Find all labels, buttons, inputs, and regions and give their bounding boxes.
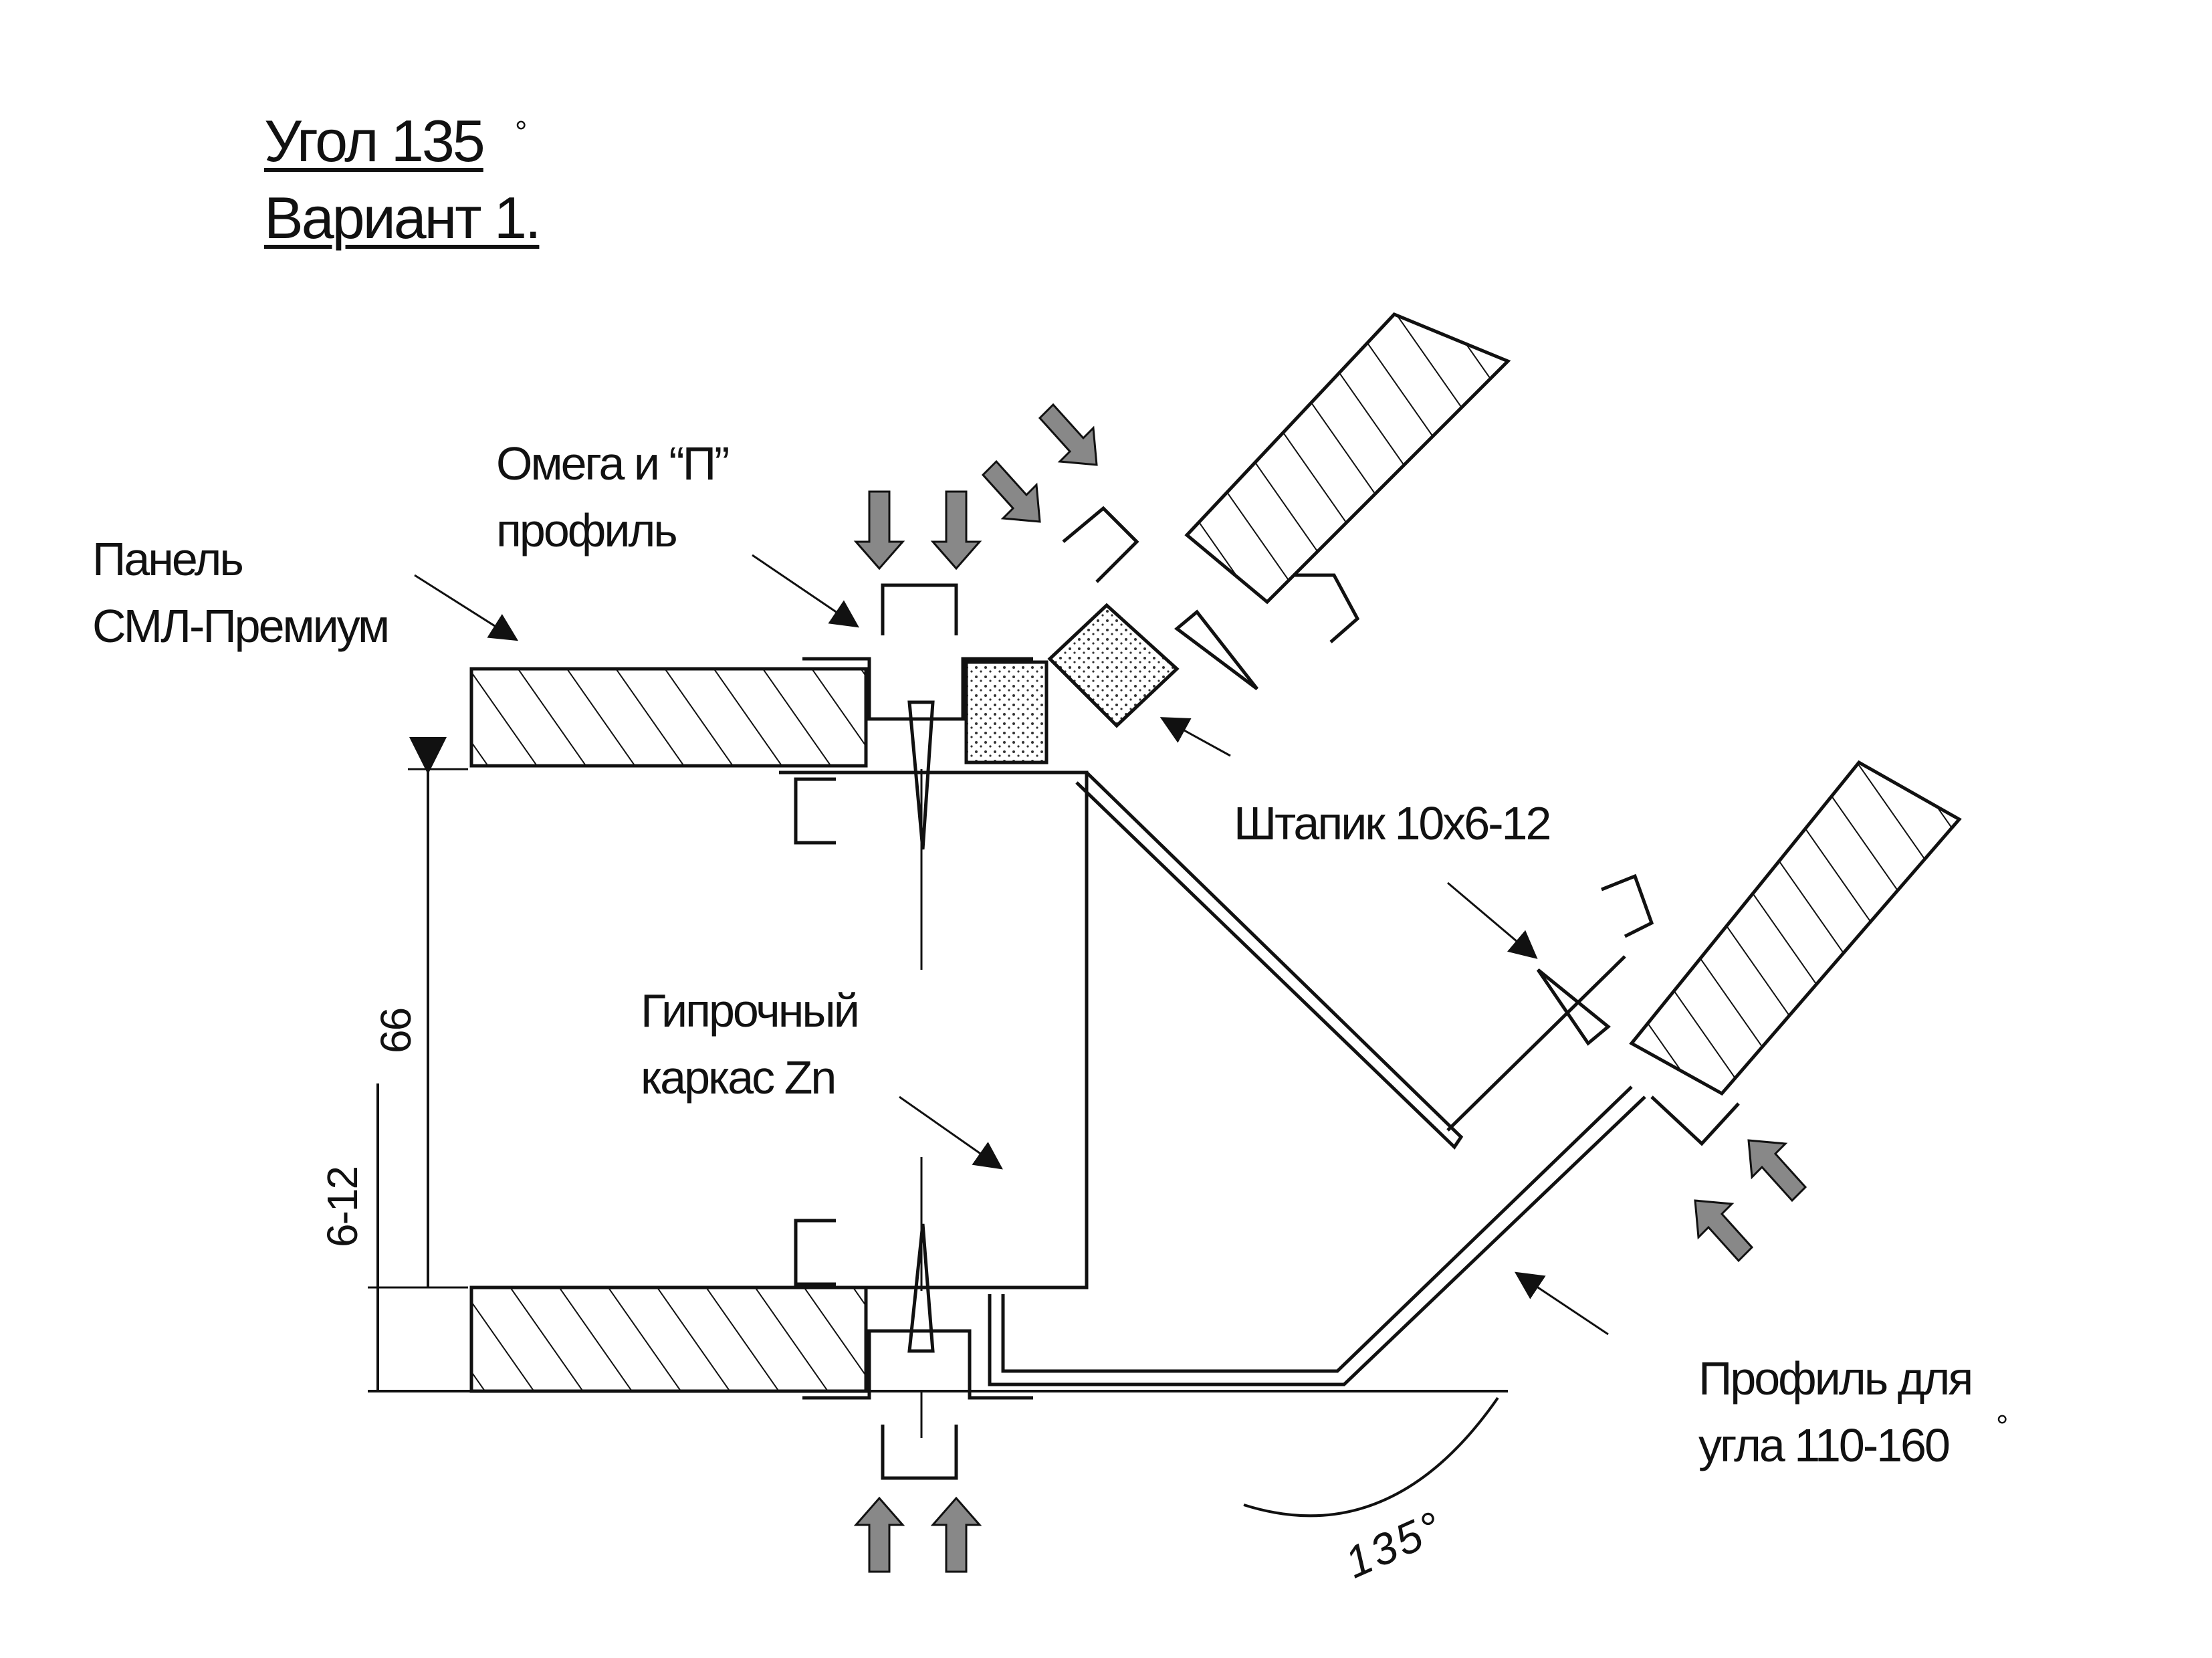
- frame-outline: [779, 770, 1089, 1289]
- omega-profile: [1650, 1096, 1740, 1146]
- c-channel: [794, 1219, 836, 1286]
- label-panel-line1: Панель: [92, 533, 244, 585]
- screw: [907, 700, 935, 850]
- label-frame-line2: каркас Zn: [641, 1051, 837, 1104]
- omega-profile: [1062, 506, 1139, 583]
- screw: [907, 1223, 935, 1353]
- frame-diagonal-end: [1446, 955, 1626, 1132]
- c-channel: [1601, 873, 1654, 938]
- degree-mark: °: [515, 114, 528, 149]
- angle-arc: [1243, 1396, 1499, 1518]
- foam-insert: [964, 660, 1048, 764]
- upper-panel: [469, 667, 868, 768]
- omega-profile: [802, 1329, 1033, 1400]
- p-profile: [881, 1425, 958, 1480]
- degree-mark: °: [1996, 1409, 2009, 1443]
- press-arrow: [981, 459, 1041, 523]
- screw: [1536, 968, 1611, 1046]
- label-glazing-bead: Штапик 10x6-12: [1234, 797, 1551, 849]
- label-omega-line2: профиль: [496, 504, 678, 556]
- p-profile: [881, 583, 958, 635]
- label-frame-line1: Гипрочный: [641, 985, 860, 1037]
- drawing-title: Угол 135: [264, 108, 485, 174]
- lower-panel: [469, 1285, 868, 1393]
- press-arrow: [930, 490, 982, 571]
- c-channel: [794, 777, 836, 845]
- label-panel-line2: СМЛ-Премиум: [92, 600, 390, 652]
- dimension-cavity: 66: [372, 1008, 420, 1053]
- screw: [1174, 609, 1258, 690]
- press-arrow: [1747, 1139, 1807, 1203]
- lower-diagonal-panel: [1629, 760, 1962, 1096]
- label-corner-profile-line1: Профиль для: [1698, 1352, 1973, 1405]
- drawing-subtitle: Вариант 1.: [264, 185, 541, 251]
- press-arrow: [1694, 1199, 1754, 1263]
- frame-diagonal: [1075, 771, 1464, 1150]
- corner-profile: [1001, 1085, 1633, 1373]
- press-arrow: [1038, 403, 1098, 466]
- press-arrow: [853, 1496, 905, 1573]
- upper-diagonal-panel: [1184, 312, 1511, 605]
- dimension-panel-thickness: 6-12: [318, 1166, 366, 1247]
- c-channel: [1294, 573, 1360, 643]
- corner-profile: [988, 1096, 1646, 1386]
- omega-profile: [802, 657, 1033, 721]
- label-omega-line1: Омега и “П”: [496, 437, 730, 490]
- press-arrow: [930, 1496, 982, 1573]
- label-corner-profile-line2: угла 110-160: [1698, 1419, 1951, 1471]
- foam-insert-diagonal: [1047, 603, 1180, 728]
- press-arrow: [853, 490, 905, 571]
